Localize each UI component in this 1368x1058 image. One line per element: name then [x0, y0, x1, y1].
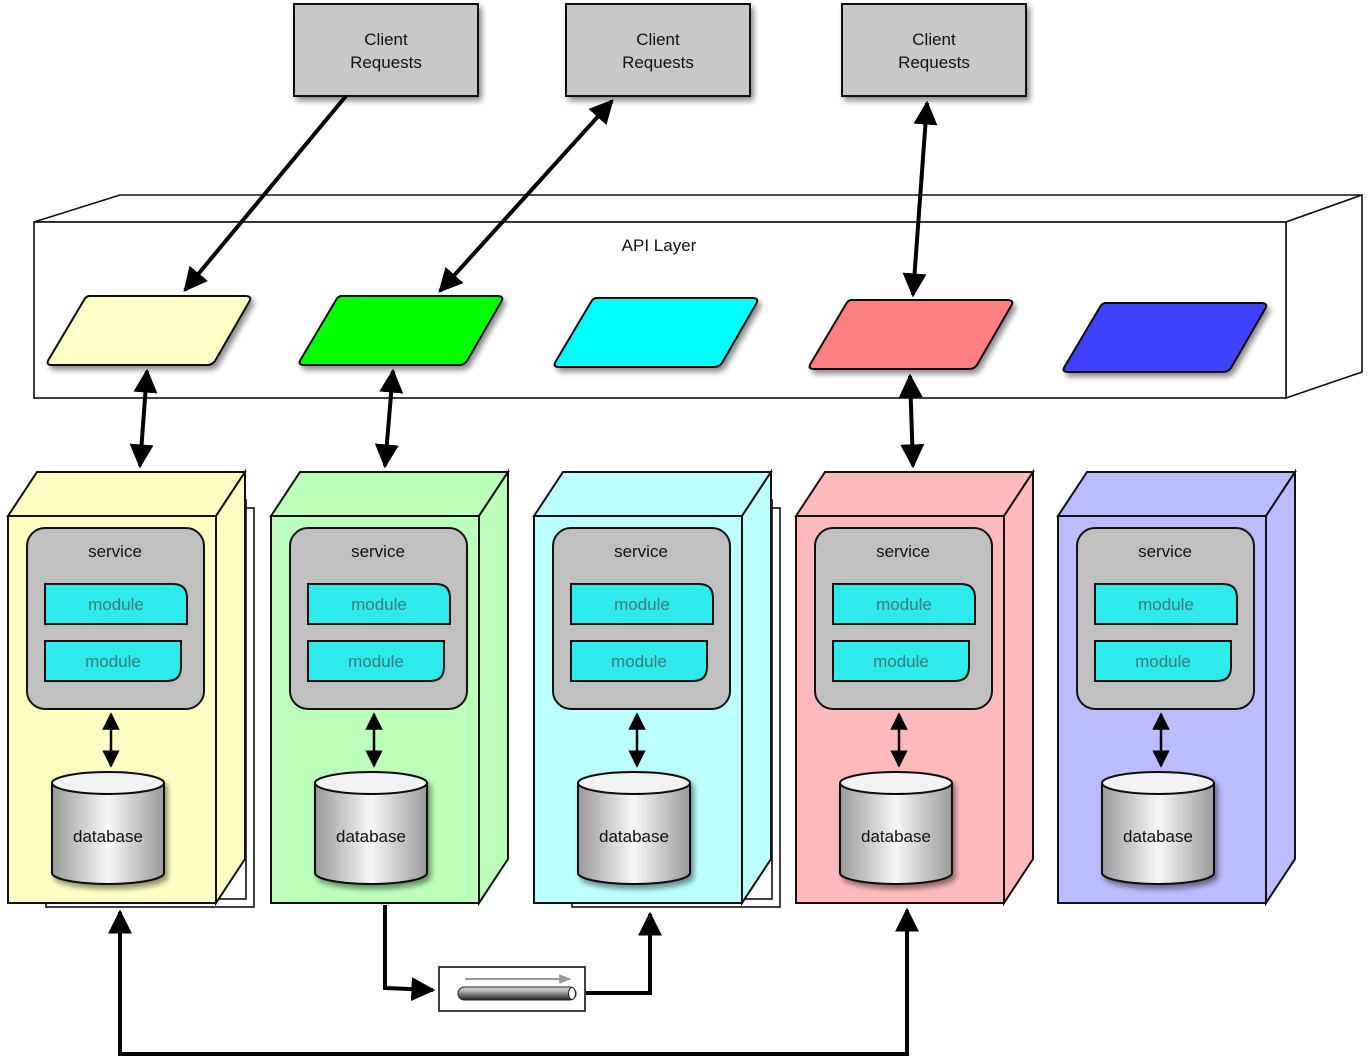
service-container-top-face	[269, 471, 510, 517]
module-box[interactable]	[44, 640, 182, 682]
client-label-line1: Client	[912, 30, 956, 49]
client-box-rect	[841, 3, 1027, 97]
api-endpoints	[46, 295, 1268, 373]
api-endpoint-5[interactable]	[1062, 302, 1268, 373]
api-layer-title: API Layer	[622, 236, 697, 255]
api-endpoint-4[interactable]	[808, 299, 1014, 370]
database-label: database	[336, 827, 406, 846]
database-body	[314, 782, 428, 885]
api-layer-top-face	[33, 194, 1363, 223]
client-label-line2: Requests	[350, 53, 422, 72]
service-container-4[interactable]: service module module database	[794, 468, 1035, 907]
service-container-side-face	[741, 468, 772, 907]
database-body	[839, 782, 953, 885]
module-box[interactable]	[307, 640, 445, 682]
module-label: module	[1138, 595, 1194, 614]
service-label: service	[614, 542, 668, 561]
module-box[interactable]	[44, 583, 188, 625]
database-top	[577, 771, 691, 795]
database-body	[577, 782, 691, 885]
module-box[interactable]	[307, 583, 451, 625]
module-label: module	[88, 595, 144, 614]
module-label: module	[1135, 652, 1191, 671]
client-box-rect	[565, 3, 751, 97]
service-container-3[interactable]: service module module database	[532, 468, 781, 908]
database-label: database	[73, 827, 143, 846]
service-container-1[interactable]: service module module database	[6, 468, 255, 908]
module-box[interactable]	[832, 640, 970, 682]
module-label: module	[873, 652, 929, 671]
connector-queue-service3	[586, 911, 662, 995]
api-layer-side-face	[1285, 193, 1363, 400]
connector-endpoint1-service1	[129, 368, 158, 469]
database-label: database	[599, 827, 669, 846]
connector-service2-queue	[383, 905, 436, 1002]
module-label: module	[85, 652, 141, 671]
service-container-side-face	[1003, 468, 1034, 907]
database-label: database	[861, 827, 931, 846]
client-label-line2: Requests	[898, 53, 970, 72]
client-label-line1: Client	[636, 30, 680, 49]
connectors	[108, 94, 938, 1056]
connector-client3-endpoint4	[902, 100, 938, 298]
service-label: service	[1138, 542, 1192, 561]
connector-endpoint4-service4	[898, 373, 925, 469]
database-label: database	[1123, 827, 1193, 846]
service-label: service	[88, 542, 142, 561]
service-container-top-face	[532, 471, 773, 517]
database-icon[interactable]	[1101, 771, 1215, 885]
message-queue[interactable]	[438, 966, 586, 1012]
service-container-side-face	[215, 468, 246, 907]
connector-client2-endpoint2	[438, 99, 614, 293]
connector-client1-endpoint1	[183, 94, 348, 292]
database-body	[1101, 782, 1215, 885]
api-endpoint-1[interactable]	[46, 295, 252, 366]
module-label: module	[611, 652, 667, 671]
module-box[interactable]	[570, 640, 708, 682]
module-box[interactable]	[570, 583, 714, 625]
service-label: service	[876, 542, 930, 561]
service-label: service	[351, 542, 405, 561]
database-icon[interactable]	[51, 771, 165, 885]
database-top	[51, 771, 165, 795]
service-container-top-face	[6, 471, 247, 517]
database-top	[1101, 771, 1215, 795]
database-top	[839, 771, 953, 795]
service-container-side-face	[1265, 468, 1296, 907]
service-container-side-face	[478, 468, 509, 907]
service-container-2[interactable]: service module module database	[269, 468, 510, 907]
database-icon[interactable]	[839, 771, 953, 885]
api-endpoint-3[interactable]	[553, 297, 759, 368]
database-top	[314, 771, 428, 795]
module-label: module	[614, 595, 670, 614]
services-group: service module module database service module…	[6, 468, 1297, 908]
queue-pipe-icon	[457, 986, 577, 1001]
service-container-5[interactable]: service module module database	[1056, 468, 1297, 907]
service-container-top-face	[1056, 471, 1297, 517]
client-box-rect	[293, 3, 479, 97]
client-label-line1: Client	[364, 30, 408, 49]
module-label: module	[348, 652, 404, 671]
database-icon[interactable]	[314, 771, 428, 885]
module-box[interactable]	[832, 583, 976, 625]
database-icon[interactable]	[577, 771, 691, 885]
module-box[interactable]	[1094, 640, 1232, 682]
client-label-line2: Requests	[622, 53, 694, 72]
module-box[interactable]	[1094, 583, 1238, 625]
api-endpoint-2[interactable]	[298, 295, 504, 366]
module-label: module	[351, 595, 407, 614]
connector-service1-service4	[108, 907, 919, 1056]
service-container-top-face	[794, 471, 1035, 517]
database-body	[51, 782, 165, 885]
client-requests-group: ClientRequestsClientRequestsClientReques…	[293, 3, 1027, 97]
connector-endpoint2-service2	[374, 368, 404, 469]
module-label: module	[876, 595, 932, 614]
